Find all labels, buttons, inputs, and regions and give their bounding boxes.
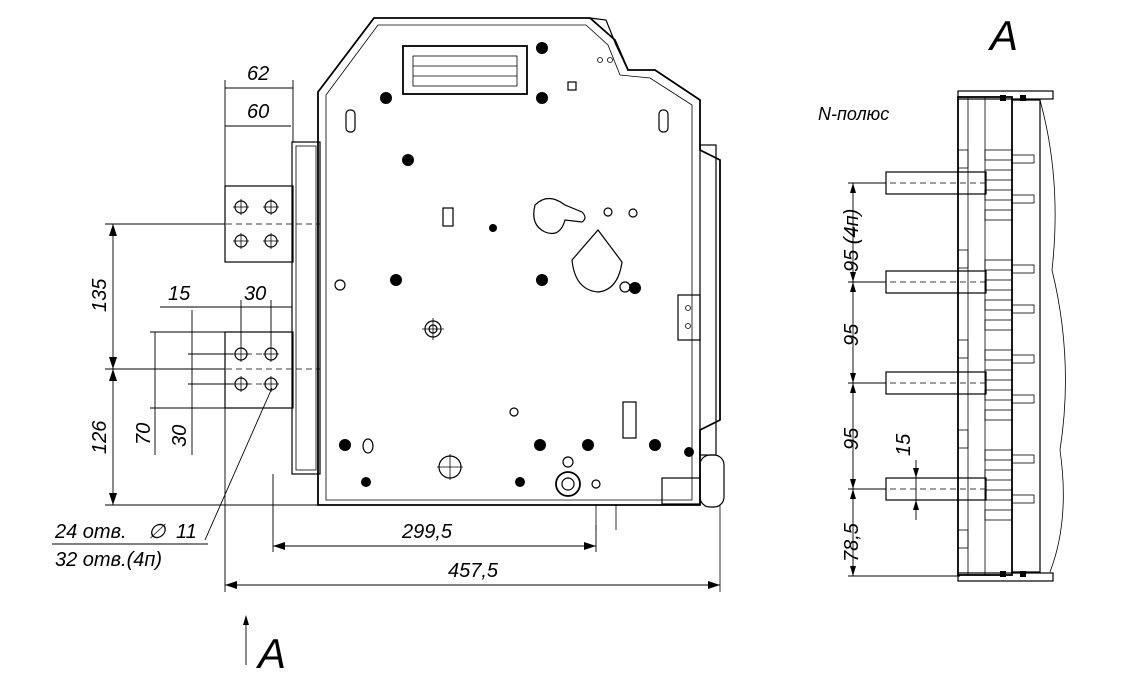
dim-width-outer: 62: [247, 63, 269, 85]
dim-pitch-4p: 95 (4п): [841, 209, 863, 272]
dim-hole-offset: 15: [168, 283, 191, 305]
holes-note-line1: 24 отв.: [54, 521, 127, 543]
dim-hole-span-v: 70: [133, 423, 155, 445]
dim-lower-height: 126: [89, 420, 111, 454]
lower-terminal-block: [224, 331, 294, 409]
dim-depth-mid: 299,5: [401, 521, 453, 543]
lower-terminal-holes: [233, 346, 279, 392]
cam-lever: [533, 197, 586, 235]
bolts: [339, 42, 694, 487]
housing-outline: [317, 17, 721, 506]
housing-inner-edge: [325, 24, 693, 501]
holes-note-line2: 32 отв.(4п): [55, 549, 162, 571]
holes-note-diameter: 11: [176, 521, 197, 543]
dim-pitch-3: 95: [841, 427, 863, 450]
front-view: 62 60 135 126 15 30 70 30 24 отв. ∅: [52, 17, 725, 673]
front-plate: [291, 141, 321, 475]
dim-width-inner: 60: [247, 101, 269, 123]
dim-hole-pitch-x: 30: [244, 283, 266, 305]
handle-slot-inner: [412, 55, 518, 87]
dim-upper-height: 135: [89, 278, 111, 312]
view-arrow-label: A: [255, 630, 286, 673]
dim-bottom: 78,5: [841, 522, 863, 562]
diameter-symbol: ∅: [148, 521, 167, 543]
upper-terminal-holes: [233, 199, 279, 249]
side-view-title: A: [987, 12, 1018, 59]
dim-hole-pitch-v: 30: [169, 425, 191, 447]
pole-label: N-полюс: [818, 104, 889, 124]
side-view: A N-полюс: [818, 12, 1066, 582]
cam-lever-2: [571, 229, 623, 293]
small-holes: [334, 207, 638, 489]
handle-slot: [402, 45, 528, 95]
dim-pitch-2: 95: [841, 323, 863, 346]
dim-depth-total: 457,5: [448, 560, 499, 582]
bottom-shaft: [555, 471, 581, 497]
side-internal: [957, 95, 1035, 577]
dim-bar-thickness: 15: [893, 433, 915, 456]
